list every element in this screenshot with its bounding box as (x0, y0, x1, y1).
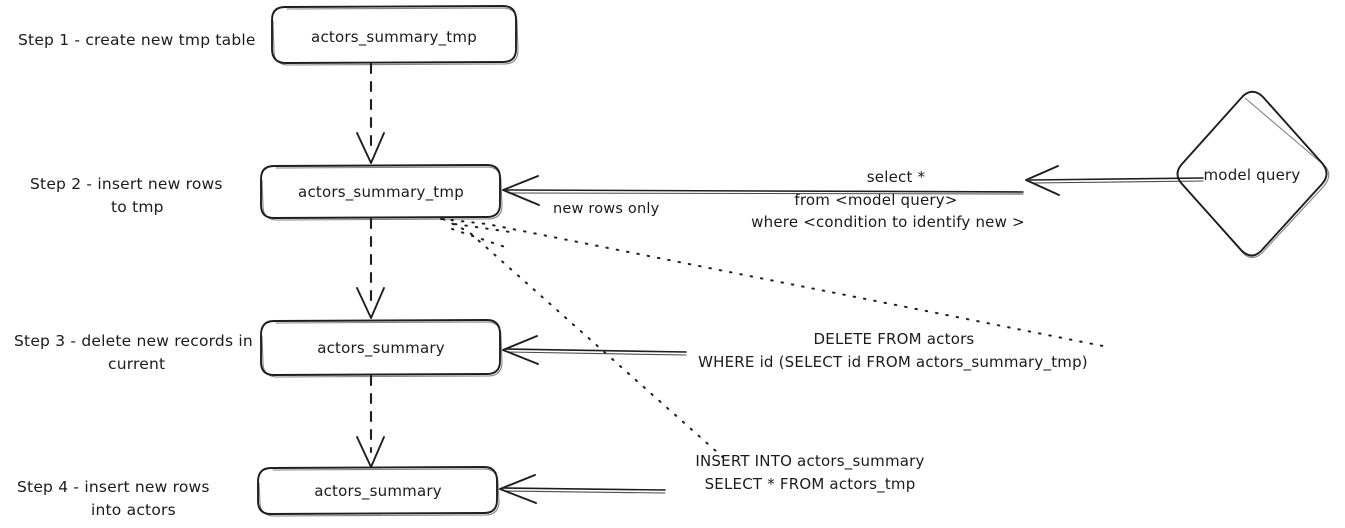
edge-label-new-rows-only: new rows only (553, 201, 660, 217)
edge-diamond-to-model-query-text (1025, 165, 1204, 196)
node-actors-summary-tmp-1[interactable]: actors_summary_tmp (271, 5, 519, 66)
svg-text:into actors: into actors (91, 501, 176, 519)
step-2-label: Step 2 - insert new rows to tmp (30, 175, 223, 216)
dotted-edge-fan-a (454, 223, 511, 233)
insert-query-text: INSERT INTO actors_summary SELECT * FROM… (695, 452, 924, 494)
node-label: actors_summary_tmp (298, 183, 464, 202)
node-label: actors_summary_tmp (311, 28, 477, 47)
svg-text:Step 2 - insert new rows: Step 2 - insert new rows (30, 175, 223, 193)
svg-text:from <model query>: from <model query> (794, 191, 957, 209)
svg-text:current: current (108, 355, 165, 373)
step-3-label: Step 3 - delete new records in current (14, 332, 253, 373)
svg-text:to tmp: to tmp (111, 198, 164, 216)
svg-text:select *: select * (867, 168, 926, 186)
edge-step2-to-step3 (356, 217, 385, 319)
node-actors-summary-tmp-2[interactable]: actors_summary_tmp (260, 164, 503, 221)
edge-insert-query-to-step4 (499, 474, 666, 504)
edge-step1-to-step2 (356, 62, 385, 164)
node-label: actors_summary (317, 339, 445, 358)
node-label: actors_summary (314, 482, 442, 501)
model-query-text: select * from <model query> where <condi… (751, 168, 1025, 231)
node-actors-summary-4[interactable]: actors_summary (257, 466, 500, 517)
edge-model-query-to-step2 (502, 175, 1024, 206)
svg-text:Step 3 - delete new records in: Step 3 - delete new records in (14, 332, 253, 350)
svg-text:Step 4 - insert new rows: Step 4 - insert new rows (17, 478, 210, 496)
delete-query-text: DELETE FROM actors WHERE id (SELECT id F… (698, 330, 1088, 372)
step-1-label: Step 1 - create new tmp table (18, 31, 256, 49)
edge-step3-to-step4 (356, 374, 385, 468)
node-label: model query (1204, 166, 1301, 184)
node-model-query-diamond[interactable]: model query (1176, 90, 1330, 259)
svg-text:SELECT * FROM actors_tmp: SELECT * FROM actors_tmp (705, 475, 916, 494)
dotted-edge-insert (442, 218, 727, 461)
dotted-edge-delete (440, 218, 1109, 348)
svg-text:DELETE FROM actors: DELETE FROM actors (814, 330, 975, 348)
node-actors-summary-3[interactable]: actors_summary (260, 319, 503, 378)
svg-text:where <condition to identify n: where <condition to identify new > (751, 213, 1025, 231)
svg-text:WHERE id (SELECT id FROM actor: WHERE id (SELECT id FROM actors_summary_… (698, 353, 1088, 372)
step-4-label: Step 4 - insert new rows into actors (17, 478, 210, 519)
edge-delete-query-to-step3 (502, 335, 687, 365)
svg-text:INSERT INTO actors_summary: INSERT INTO actors_summary (695, 452, 924, 471)
dotted-edge-fan-b (451, 228, 506, 248)
